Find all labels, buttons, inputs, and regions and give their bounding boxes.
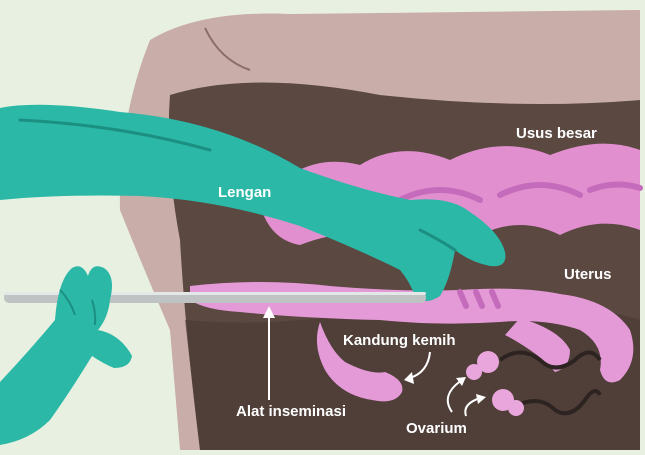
label-ovary: Ovarium: [406, 420, 467, 437]
ovary-lower-follicle: [508, 400, 524, 416]
label-uterus: Uterus: [564, 266, 612, 283]
ovary-upper-follicle: [466, 364, 482, 380]
label-arm: Lengan: [218, 184, 271, 201]
label-bladder: Kandung kemih: [343, 332, 456, 349]
label-large-intestine: Usus besar: [516, 125, 597, 142]
label-insemination-tool: Alat inseminasi: [236, 403, 346, 420]
